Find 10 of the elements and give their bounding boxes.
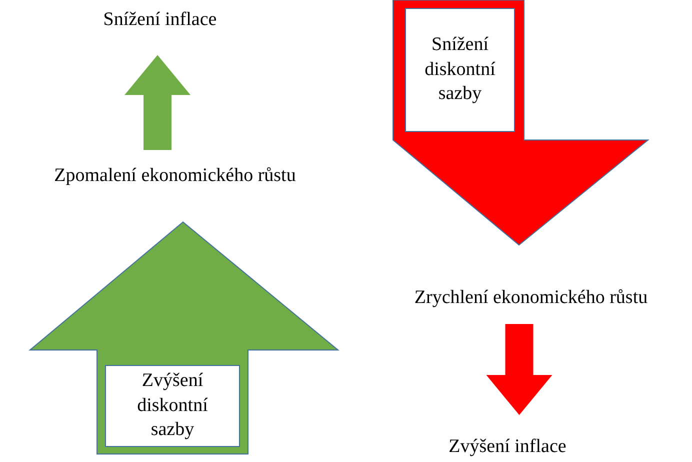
node-text: Snížení inflace xyxy=(103,8,217,32)
node-text: Snížení diskontní sazby xyxy=(424,32,496,106)
node-text: Zpomalení ekonomického růstu xyxy=(54,164,296,188)
node-text: Zvýšení diskontní sazby xyxy=(136,368,209,442)
node-text: Zvýšení inflace xyxy=(448,435,566,460)
block-arrow xyxy=(486,324,552,415)
block-arrow xyxy=(124,55,190,150)
node-text: Zrychlení ekonomického růstu xyxy=(414,286,648,310)
text-box xyxy=(405,8,515,132)
text-box xyxy=(105,365,240,447)
